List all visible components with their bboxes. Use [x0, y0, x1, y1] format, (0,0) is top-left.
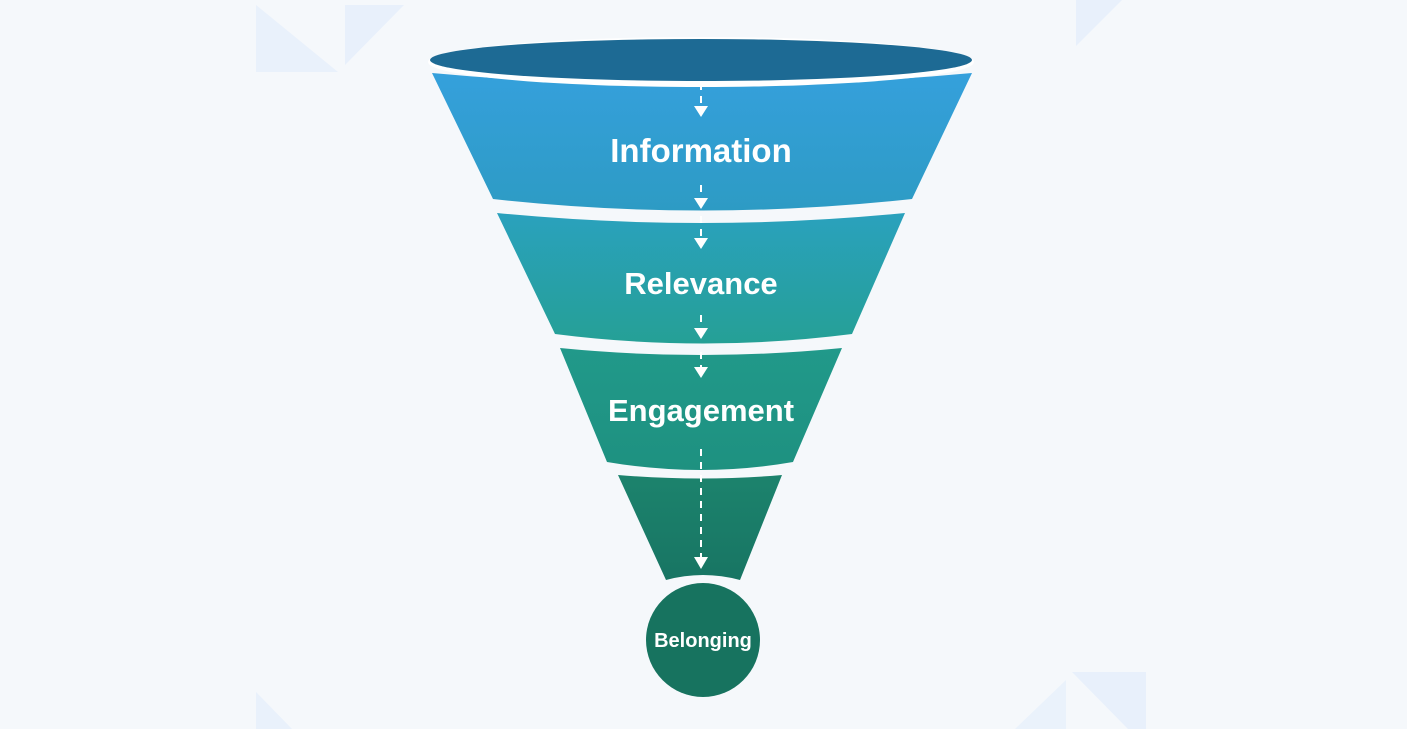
arrow-down-icon [694, 238, 708, 249]
flow-arrowheads [694, 106, 708, 569]
arrow-down-icon [694, 106, 708, 117]
decor-triangle-bottom-right-2 [1015, 680, 1066, 729]
funnel-stage-relevance [497, 213, 905, 344]
decor-triangle-top-right [1076, 0, 1122, 46]
arrow-down-icon [694, 328, 708, 339]
decor-triangle-top-left-2 [345, 5, 404, 65]
outcome-label-belonging: Belonging [654, 630, 752, 652]
decor-triangle-top-left-1 [256, 5, 338, 72]
stage-label-engagement: Engagement [608, 393, 794, 428]
stage-label-information: Information [610, 132, 791, 169]
decor-triangle-bottom-left [256, 692, 292, 729]
funnel-rim-inner [430, 39, 972, 81]
funnel-stage-engagement [560, 348, 842, 470]
stage-label-relevance: Relevance [624, 266, 777, 301]
outcome-circle [646, 583, 760, 697]
arrow-down-icon [694, 198, 708, 209]
arrow-down-icon [694, 557, 708, 569]
arrow-down-icon [694, 367, 708, 378]
decor-triangle-bottom-right-1 [1072, 672, 1146, 729]
funnel-stage-information [432, 73, 972, 211]
